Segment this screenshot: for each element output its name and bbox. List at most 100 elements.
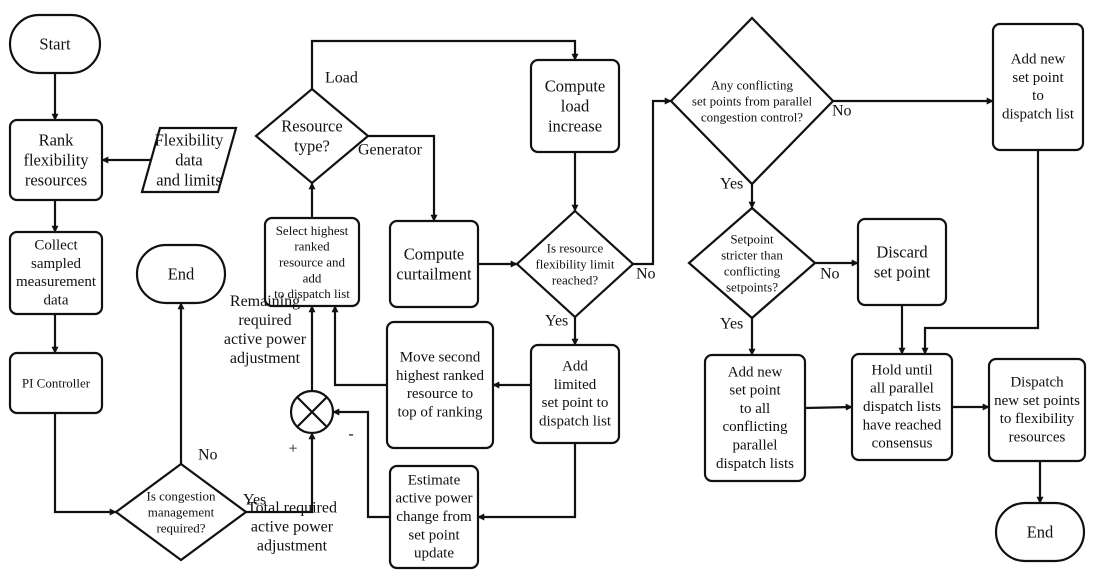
collect-shape (8, 230, 104, 316)
resource-type-text: Resource (281, 116, 342, 135)
estimate-text: set point (408, 527, 460, 543)
limit-no-to-conflict-arrow (633, 97, 672, 266)
pi-shape (8, 351, 104, 415)
start-text: Start (39, 35, 71, 54)
yes-conflict-label: Yes (720, 176, 743, 193)
hold-text: consensus (872, 436, 933, 452)
estimate-to-sum-arrow (332, 408, 390, 519)
stricter-shape (687, 206, 817, 320)
yes-congestion-label: Yes (243, 492, 266, 509)
flex-limit-text: flexibility limit (535, 257, 614, 272)
flex-limit-text: reached? (552, 272, 598, 287)
add-limited-text: dispatch list (539, 413, 612, 429)
flex-data-text: data (175, 151, 203, 170)
stricter-text: stricter than (721, 248, 783, 263)
move-shape (385, 320, 495, 450)
load-inc-text: Compute (545, 76, 606, 95)
congestion-text: Is congestion (147, 489, 216, 504)
add-new-all-text: to all (740, 401, 770, 417)
no-stricter-label: No (820, 266, 840, 283)
stricter-text: conflicting (724, 263, 781, 278)
add-limited-shape (529, 343, 621, 445)
end-right-node: End (994, 501, 1086, 563)
end-left-node: End (135, 243, 227, 305)
remaining-required-label: active power (224, 331, 307, 348)
remaining-required-label: Remaining (230, 293, 300, 310)
curtail-text: curtailment (396, 265, 472, 284)
total-required-label: Total required (247, 500, 337, 517)
discard-shape (856, 217, 948, 307)
curtail-shape (388, 219, 480, 309)
pi-node: PI Controller (8, 351, 104, 415)
remaining-required-label: adjustment (230, 350, 301, 367)
resource-type-text: type? (294, 137, 330, 156)
type-load-to-loadinc-arrow (310, 39, 579, 89)
conflict-text: set points from parallel (692, 94, 813, 109)
no-conflict-label: No (832, 103, 852, 120)
add-new-all-shape (703, 353, 807, 483)
resource-type-shape (254, 87, 370, 185)
congestion-text: management (148, 505, 215, 520)
end-left-shape (135, 243, 227, 305)
add-new-all-text: Add new (728, 364, 783, 380)
resource-type-node: Resource type? (254, 87, 370, 185)
add-limited-text: limited (554, 377, 597, 393)
collect-text: data (44, 292, 69, 308)
generator-label: Generator (358, 142, 423, 159)
select-text: resource and (279, 255, 346, 270)
addnew-to-hold-arrow (921, 150, 1040, 355)
end-right-shape (994, 501, 1086, 563)
plus-label: + (288, 441, 297, 458)
rank-shape (8, 118, 104, 202)
estimate-text: change from (396, 509, 472, 525)
add-limited-text: Add (562, 359, 588, 375)
hold-text: Hold until (871, 362, 932, 378)
load-inc-shape (529, 58, 621, 154)
estimate-text: update (414, 546, 454, 562)
load-label: Load (325, 70, 358, 87)
estimate-text: active power (395, 491, 472, 507)
hold-text: have reached (863, 417, 942, 433)
conflict-shape (669, 16, 835, 186)
end-right-text: End (1027, 523, 1054, 542)
start-node: Start (8, 13, 102, 75)
estimate-shape (388, 464, 480, 570)
collect-text: measurement (16, 274, 97, 290)
flex-limit-text: Is resource (547, 241, 604, 256)
flex-data-text: and limits (156, 171, 222, 190)
flow-connectors (51, 39, 1044, 521)
yes-limit-label: Yes (545, 313, 568, 330)
hold-shape (850, 352, 954, 462)
hold-text: all parallel (870, 381, 934, 397)
addlim-to-estimate-arrow (477, 443, 577, 521)
rank-text: resources (25, 171, 87, 190)
move-text: resource to (407, 386, 473, 402)
add-new-right-shape (991, 22, 1085, 152)
discard-text: set point (874, 263, 931, 282)
add-new-all-text: dispatch lists (716, 456, 794, 472)
type-gen-to-curtail-arrow (368, 134, 438, 222)
flex-data-text: Flexibility (155, 130, 225, 149)
rank-text: flexibility (23, 151, 89, 170)
pi-to-congestion-arrow (53, 413, 117, 516)
select-text: Select highest (276, 223, 349, 238)
select-text: add (303, 270, 322, 285)
stricter-text: Setpoint (730, 232, 774, 247)
collect-text: sampled (31, 256, 81, 272)
add-new-right-text: to (1032, 88, 1044, 104)
select-text: to dispatch list (274, 286, 350, 301)
pi-text: PI Controller (22, 376, 91, 391)
dispatch-shape (987, 357, 1087, 463)
dispatch-text: Dispatch (1010, 375, 1064, 391)
